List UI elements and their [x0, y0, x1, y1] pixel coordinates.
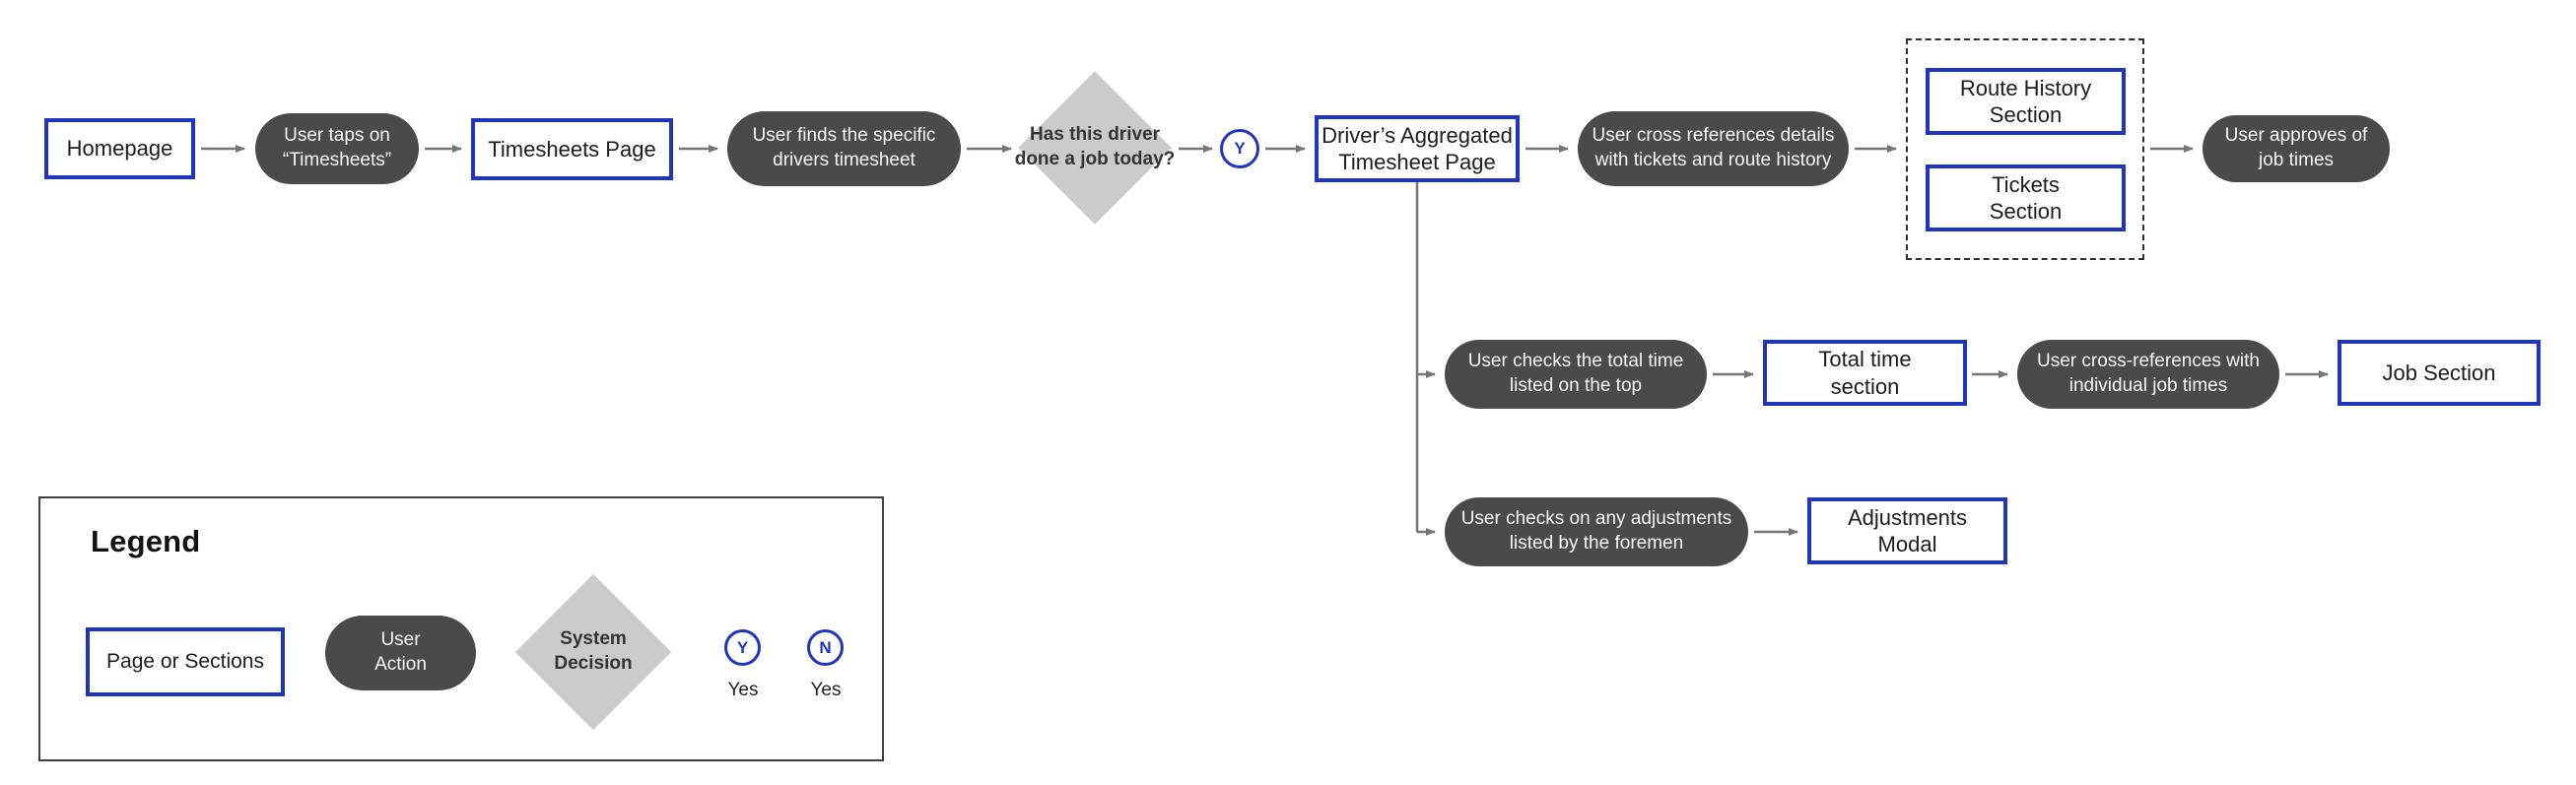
tickets-section-node: Tickets Section [1926, 164, 2126, 231]
homepage-label: Homepage [66, 136, 173, 162]
timesheets-page-label: Timesheets Page [488, 136, 656, 162]
timesheets-page-node: Timesheets Page [471, 118, 673, 180]
legend-yes-symbol: Y [724, 629, 761, 666]
user-checks-adjustments-action: User checks on any adjustments listed by… [1445, 497, 1748, 566]
job-today-decision: Has this driver done a job today? [1015, 71, 1175, 225]
tickets-section-label: Tickets Section [1989, 171, 2063, 225]
legend-yes-symbol-letter: Y [736, 637, 749, 657]
legend-page-or-sections-label: Page or Sections [106, 649, 264, 673]
legend-yes-caption: Yes [727, 680, 759, 700]
job-today-decision-label: Has this driver done a job today? [1014, 124, 1176, 169]
user-cross-references-individual-action: User cross-references with individual jo… [2017, 340, 2279, 409]
route-history-section-label: Route History Section [1959, 75, 2092, 128]
user-taps-timesheets-action: User taps on “Timesheets” [255, 113, 419, 184]
drivers-aggregated-timesheet-label: Driver’s Aggregated Timesheet Page [1322, 122, 1513, 175]
legend-no-symbol: N [807, 629, 844, 666]
route-history-section-node: Route History Section [1926, 68, 2126, 135]
homepage-node: Homepage [44, 118, 195, 179]
total-time-section-label: Total time section [1818, 347, 1912, 399]
user-approves-action: User approves of job times [2203, 115, 2390, 182]
drivers-aggregated-timesheet-node: Driver’s Aggregated Timesheet Page [1315, 115, 1520, 182]
yes-path-indicator: Y [1220, 129, 1259, 168]
user-approves-label: User approves of job times [2224, 125, 2368, 170]
user-cross-references-individual-label: User cross-references with individual jo… [2037, 351, 2260, 396]
legend-no-symbol-letter: N [819, 637, 832, 657]
legend-system-decision-sample: System Decision [514, 573, 672, 731]
user-checks-total-time-label: User checks the total time listed on the… [1467, 351, 1684, 396]
legend-title: Legend [91, 524, 201, 558]
adjustments-modal-label: Adjustments Modal [1847, 504, 1968, 557]
user-checks-total-time-action: User checks the total time listed on the… [1445, 340, 1707, 409]
user-cross-references-label: User cross references details with ticke… [1592, 125, 1835, 170]
user-checks-adjustments-label: User checks on any adjustments listed by… [1460, 508, 1732, 554]
legend-system-decision-label: System Decision [554, 628, 633, 674]
total-time-section-node: Total time section [1763, 340, 1967, 406]
adjustments-modal-node: Adjustments Modal [1807, 497, 2007, 564]
job-section-label: Job Section [2382, 360, 2496, 385]
legend-user-action-label: User Action [374, 629, 427, 675]
user-taps-timesheets-label: User taps on “Timesheets” [282, 125, 392, 170]
legend-page-or-sections-sample: Page or Sections [86, 627, 285, 696]
job-section-node: Job Section [2338, 340, 2541, 406]
user-cross-references-action: User cross references details with ticke… [1578, 111, 1849, 186]
legend-user-action-sample: User Action [325, 616, 476, 690]
sections-group-outline [1906, 38, 2144, 260]
user-finds-timesheet-action: User finds the specific drivers timeshee… [727, 111, 961, 186]
legend-no-caption: Yes [810, 680, 842, 700]
user-finds-timesheet-label: User finds the specific drivers timeshee… [752, 125, 936, 170]
yes-path-letter: Y [1234, 139, 1246, 158]
